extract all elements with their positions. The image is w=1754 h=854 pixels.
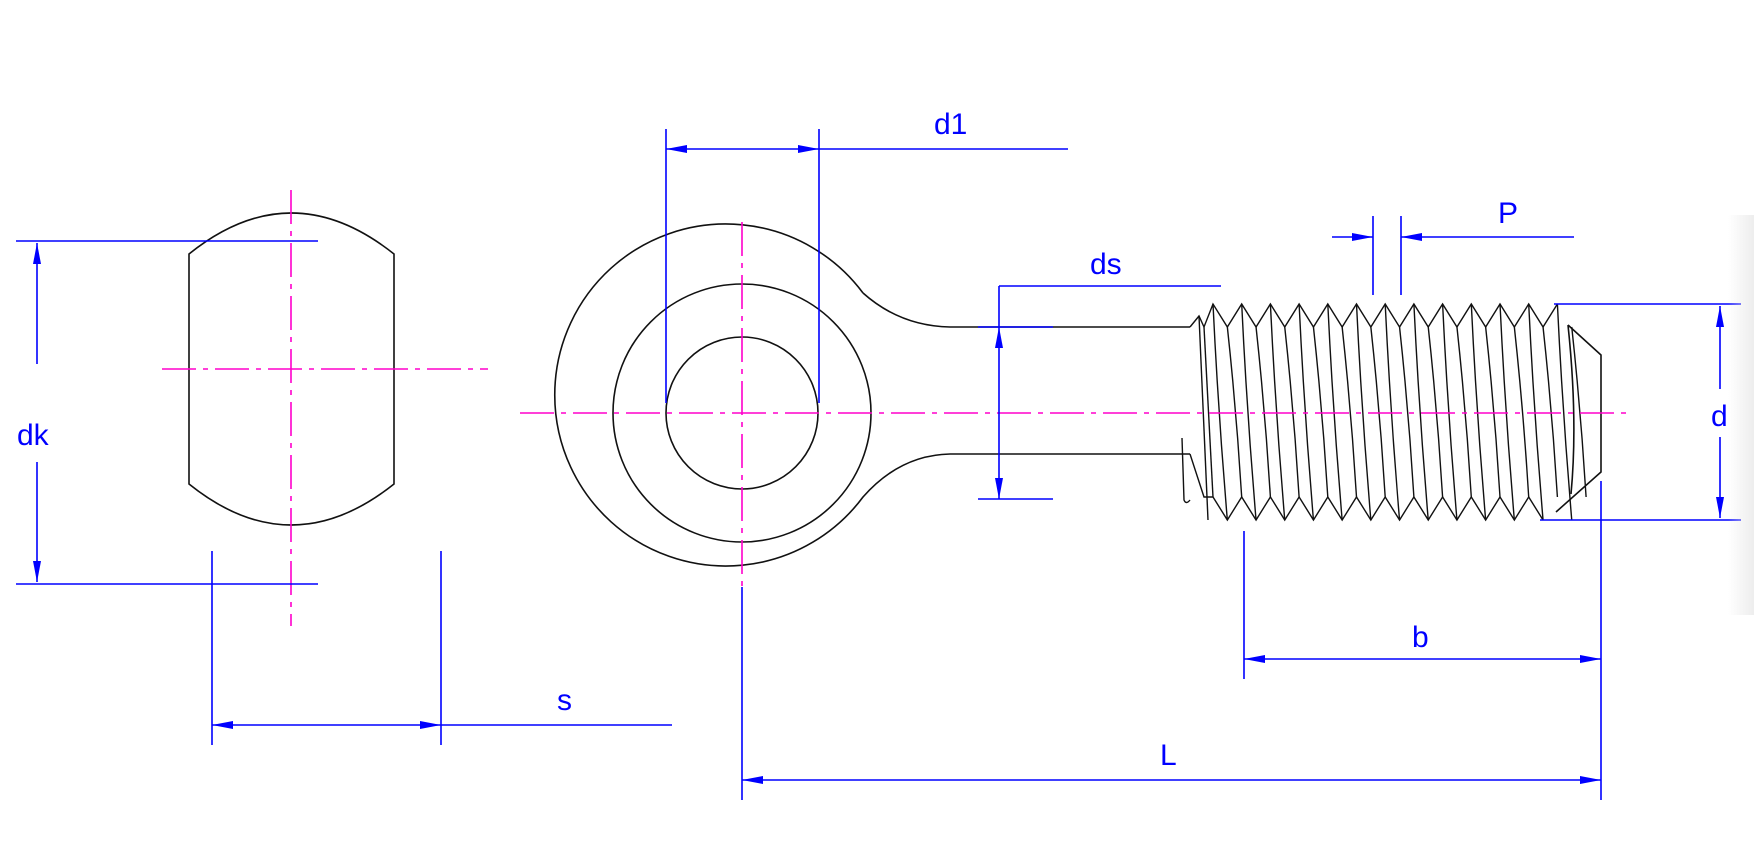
b-arrow-right: [1580, 655, 1601, 663]
head-outline: [188, 212, 395, 526]
dimension-ds: ds: [978, 248, 1221, 500]
thread-flank: [1484, 326, 1501, 498]
thread-flanks: [1198, 303, 1587, 521]
eye-outer-contour: [554, 223, 1190, 567]
thread-flank: [1470, 303, 1487, 521]
b-label: b: [1412, 621, 1429, 654]
thread-flank: [1542, 326, 1559, 498]
thread-flank: [1384, 303, 1401, 521]
thread-flank: [1513, 326, 1530, 498]
p-arrow-left: [1401, 233, 1422, 241]
b-arrow-left: [1244, 655, 1265, 663]
eye-upper-fillet: [862, 292, 1190, 328]
thread-runout: [1181, 437, 1191, 504]
dimension-L: L: [741, 587, 1601, 800]
thread-chamfer-tip: [1555, 324, 1602, 513]
thread-flank: [1441, 303, 1458, 521]
dk-arrow-down: [33, 561, 41, 582]
thread-flank: [1398, 326, 1415, 498]
ds-label: ds: [1090, 248, 1122, 281]
dimension-dk: dk: [16, 240, 318, 585]
thread-flank: [1203, 326, 1214, 498]
p-label: P: [1498, 197, 1518, 230]
dimension-P: P: [1332, 197, 1574, 295]
ds-arrow-up: [995, 327, 1003, 348]
thread-flank: [1269, 303, 1286, 521]
thread-flank: [1355, 303, 1372, 521]
thread-flank: [1212, 303, 1229, 521]
thread-flank: [1255, 326, 1272, 498]
d1-arrow-left: [666, 145, 687, 153]
thread-flank: [1556, 303, 1573, 521]
dimension-d1: d1: [665, 108, 1068, 403]
side-view: [162, 190, 488, 626]
right-edge-shadow: [1728, 215, 1754, 615]
dimension-d: d: [1540, 303, 1741, 521]
thread-flank: [1341, 326, 1358, 498]
thread-flank: [1528, 303, 1544, 521]
thread-flank: [1456, 326, 1472, 498]
thread-bottom-profile: [1189, 453, 1544, 522]
dimension-b: b: [1243, 481, 1602, 800]
d-arrow-up: [1716, 306, 1724, 327]
dimension-s: s: [211, 551, 672, 745]
thread-flank: [1298, 303, 1315, 521]
thread-flank: [1198, 315, 1209, 521]
dk-label: dk: [17, 419, 50, 452]
d-label: d: [1711, 400, 1728, 433]
l-arrow-right: [1580, 776, 1601, 784]
thread-flank: [1571, 326, 1587, 498]
s-label: s: [557, 684, 572, 717]
dk-arrow-up: [33, 243, 41, 264]
thread-flank: [1241, 303, 1257, 521]
thread-flank: [1327, 303, 1343, 521]
front-view: [520, 222, 1632, 587]
thread-flank: [1427, 326, 1444, 498]
thread-top-profile: [1189, 302, 1558, 329]
thread-flank: [1370, 326, 1386, 498]
l-arrow-left: [742, 776, 763, 784]
ds-arrow-down: [995, 478, 1003, 499]
thread-flank: [1312, 326, 1329, 498]
d1-arrow-right: [798, 145, 819, 153]
s-arrow-left: [212, 721, 233, 729]
p-arrow-right: [1352, 233, 1373, 241]
d1-label: d1: [934, 108, 967, 141]
thread-chamfer-inner: [1567, 324, 1575, 495]
thread-flank: [1413, 303, 1429, 521]
d-arrow-down: [1716, 497, 1724, 518]
thread-flank: [1226, 326, 1243, 498]
thread-flank: [1284, 326, 1300, 498]
s-arrow-right: [420, 721, 441, 729]
l-label: L: [1160, 739, 1177, 772]
thread-flank: [1499, 303, 1516, 521]
